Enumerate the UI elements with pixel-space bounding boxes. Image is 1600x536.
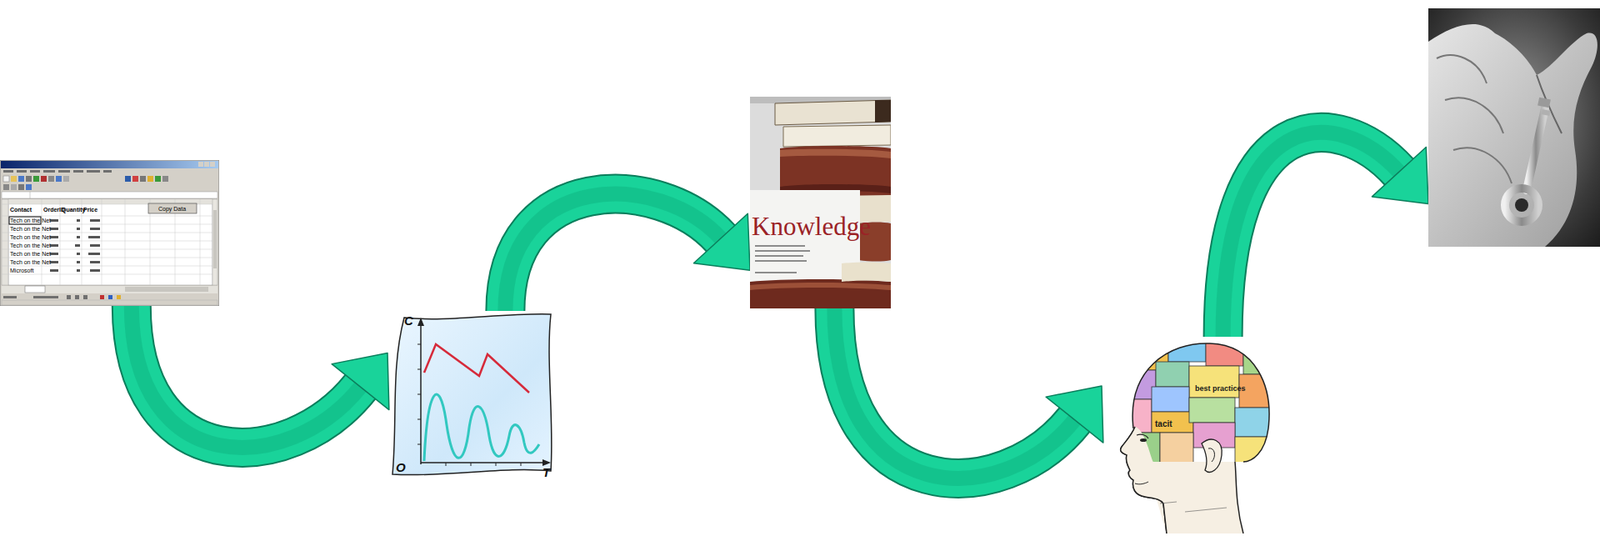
node-text: best practices: [1195, 385, 1246, 393]
chart-illustration: [387, 310, 556, 480]
books-illustration: [750, 96, 891, 309]
node-text: Tech on the Net: [10, 225, 51, 232]
node-text: tacit: [1155, 420, 1173, 429]
curved-block-arrow: [131, 305, 390, 448]
node-text: Tech on the Net: [10, 217, 51, 224]
spreadsheet-illustration: [0, 160, 220, 306]
curved-block-arrow: [1223, 132, 1429, 337]
node-text: T: [542, 465, 550, 479]
curved-block-arrow: [834, 308, 1103, 479]
head-illustration: [1101, 336, 1275, 534]
chart-image: C O T: [387, 310, 556, 480]
node-text: Tech on the Net: [10, 242, 51, 249]
node-text: Knowledge: [751, 213, 871, 240]
phrenology-head-image: best practices tacit: [1101, 336, 1275, 534]
key-in-hand-image: [1428, 8, 1600, 247]
spreadsheet-image: ContactOrderIDQuantityPriceCopy DataTech…: [0, 160, 220, 306]
book-stack-image: Knowledge: [750, 96, 891, 309]
curved-block-arrow: [505, 194, 750, 311]
node-text: O: [395, 460, 406, 474]
node-text: Price: [83, 206, 98, 213]
node-text: Contact: [10, 206, 32, 213]
node-text: Tech on the Net: [10, 259, 51, 265]
node-text: Tech on the Net: [10, 234, 51, 240]
hand-key-photo: [1428, 8, 1600, 247]
node-text: Microsoft: [10, 267, 34, 274]
node-text: Tech on the Net: [10, 250, 51, 257]
node-text: Copy Data: [158, 205, 186, 212]
node-text: Quantity: [61, 206, 85, 213]
node-text: C: [404, 314, 414, 327]
